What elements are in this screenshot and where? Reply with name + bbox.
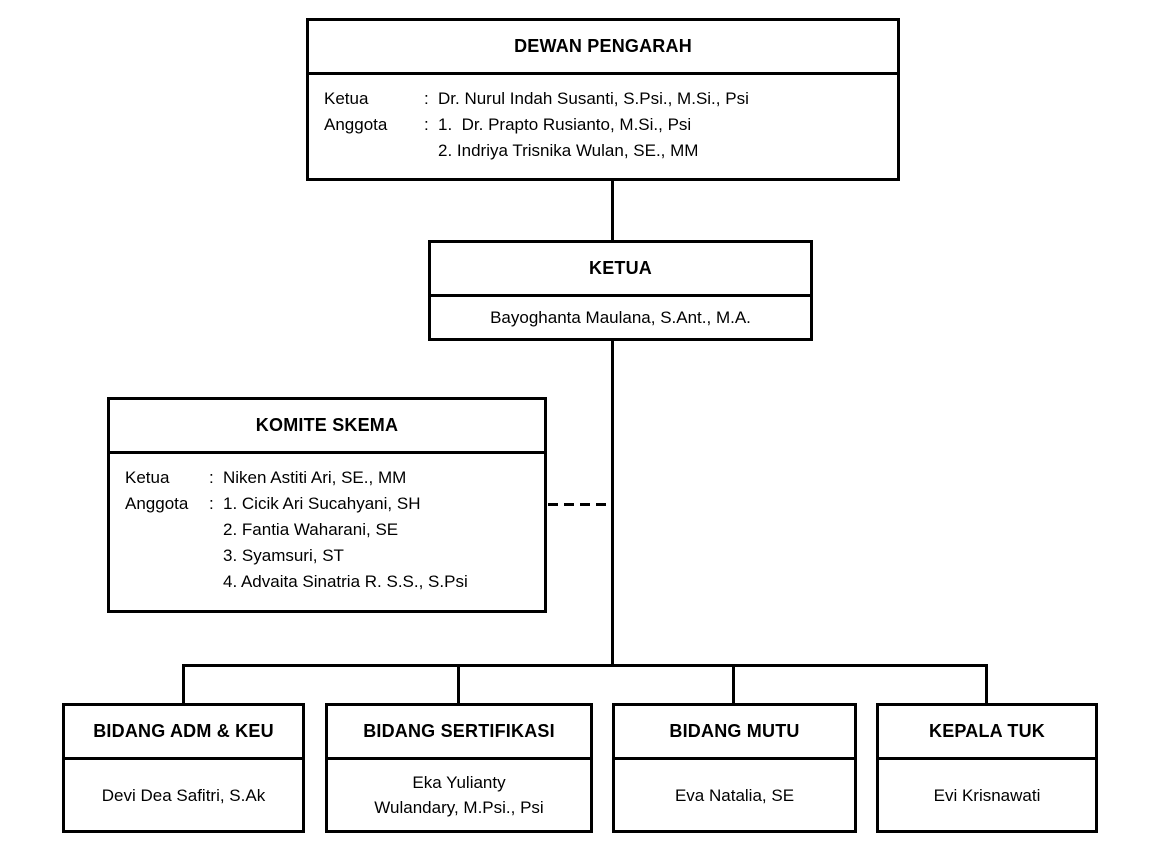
node-bidang-mutu-member: Eva Natalia, SE xyxy=(615,760,854,830)
connector-branch-horizontal xyxy=(182,664,988,667)
member-name: Eka Yulianty Wulandary, M.Psi., Psi xyxy=(374,773,544,817)
member-row: 4. Advaita Sinatria R. S.S., S.Psi xyxy=(125,569,534,595)
connector-dewan-ketua xyxy=(611,178,614,242)
member-row: Ketua : Dr. Nurul Indah Susanti, S.Psi.,… xyxy=(324,86,887,112)
node-bidang-sertifikasi: BIDANG SERTIFIKASI Eka Yulianty Wulandar… xyxy=(325,703,593,833)
member-row: 3. Syamsuri, ST xyxy=(125,543,534,569)
member-colon: : xyxy=(424,89,429,108)
node-komite-skema-members: Ketua : Niken Astiti Ari, SE., MM Anggot… xyxy=(110,454,544,610)
member-role-label: Ketua xyxy=(125,468,170,487)
connector-ketua-trunk xyxy=(611,338,614,667)
node-bidang-mutu-title: BIDANG MUTU xyxy=(615,706,854,760)
member-role-label: Ketua xyxy=(324,89,369,108)
node-bidang-mutu: BIDANG MUTU Eva Natalia, SE xyxy=(612,703,857,833)
node-kepala-tuk-member: Evi Krisnawati xyxy=(879,760,1095,830)
member-name: Dr. Nurul Indah Susanti, S.Psi., M.Si., … xyxy=(438,89,749,108)
node-ketua: KETUA Bayoghanta Maulana, S.Ant., M.A. xyxy=(428,240,813,341)
member-role-label: Anggota xyxy=(324,115,388,134)
member-name: Evi Krisnawati xyxy=(933,785,1041,805)
node-kepala-tuk: KEPALA TUK Evi Krisnawati xyxy=(876,703,1098,833)
member-name: Niken Astiti Ari, SE., MM xyxy=(223,468,407,487)
member-name: Devi Dea Safitri, S.Ak xyxy=(101,785,266,805)
node-komite-skema-title: KOMITE SKEMA xyxy=(110,400,544,454)
node-ketua-title: KETUA xyxy=(431,243,810,297)
member-row: Ketua : Niken Astiti Ari, SE., MM xyxy=(125,465,534,491)
member-role-label: Anggota xyxy=(125,494,189,513)
node-komite-skema: KOMITE SKEMA Ketua : Niken Astiti Ari, S… xyxy=(107,397,547,613)
member-name: 4. Advaita Sinatria R. S.S., S.Psi xyxy=(223,572,468,591)
node-ketua-member: Bayoghanta Maulana, S.Ant., M.A. xyxy=(431,297,810,338)
member-row: 2. Indriya Trisnika Wulan, SE., MM xyxy=(324,138,887,164)
connector-drop-sertifikasi xyxy=(457,664,460,705)
node-bidang-adm-keu: BIDANG ADM & KEU Devi Dea Safitri, S.Ak xyxy=(62,703,305,833)
node-dewan-pengarah-title: DEWAN PENGARAH xyxy=(309,21,897,75)
member-colon: : xyxy=(209,494,214,513)
member-name: Eva Natalia, SE xyxy=(674,785,795,805)
member-name: 3. Syamsuri, ST xyxy=(223,546,344,565)
node-bidang-adm-keu-title: BIDANG ADM & KEU xyxy=(65,706,302,760)
member-name: 1. Cicik Ari Sucahyani, SH xyxy=(223,494,421,513)
node-bidang-sertifikasi-member: Eka Yulianty Wulandary, M.Psi., Psi xyxy=(328,760,590,830)
member-name: 2. Fantia Waharani, SE xyxy=(223,520,399,539)
member-row: Anggota : 1. Dr. Prapto Rusianto, M.Si.,… xyxy=(324,112,887,138)
connector-drop-kepala-tuk xyxy=(985,664,988,705)
member-row: 2. Fantia Waharani, SE xyxy=(125,517,534,543)
node-kepala-tuk-title: KEPALA TUK xyxy=(879,706,1095,760)
node-bidang-adm-keu-member: Devi Dea Safitri, S.Ak xyxy=(65,760,302,830)
member-colon: : xyxy=(209,468,214,487)
member-name: 2. Indriya Trisnika Wulan, SE., MM xyxy=(438,141,699,160)
member-name: Bayoghanta Maulana, S.Ant., M.A. xyxy=(490,308,751,327)
node-bidang-sertifikasi-title: BIDANG SERTIFIKASI xyxy=(328,706,590,760)
node-dewan-pengarah-members: Ketua : Dr. Nurul Indah Susanti, S.Psi.,… xyxy=(309,75,897,178)
connector-drop-mutu xyxy=(732,664,735,705)
member-row: Anggota : 1. Cicik Ari Sucahyani, SH xyxy=(125,491,534,517)
connector-drop-adm-keu xyxy=(182,664,185,705)
member-colon: : xyxy=(424,115,429,134)
connector-komite-dashed xyxy=(548,503,611,506)
node-dewan-pengarah: DEWAN PENGARAH Ketua : Dr. Nurul Indah S… xyxy=(306,18,900,181)
member-name: 1. Dr. Prapto Rusianto, M.Si., Psi xyxy=(438,115,692,134)
